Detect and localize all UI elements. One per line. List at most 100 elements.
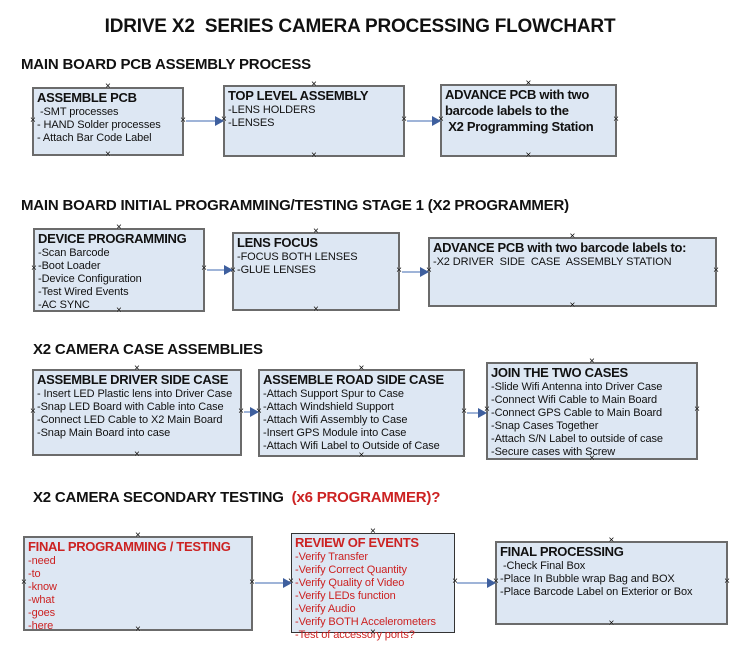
box-item-text: -AC SYNC (38, 299, 90, 311)
box-items: -Scan Barcode-Boot Loader-Device Configu… (38, 247, 200, 312)
box-item-text: -Verify Quality of Video (295, 577, 405, 589)
box-item-text: -Snap Cases Together (491, 420, 599, 432)
box-item-text: -FOCUS BOTH LENSES (237, 251, 358, 263)
box-item-text: -GLUE LENSES (237, 264, 316, 276)
flow-box-review-of-events: REVIEW OF EVENTS -Verify Transfer-Verify… (288, 527, 458, 642)
box-title: LENS FOCUS (237, 235, 318, 250)
box-item-text: -Test Wired Events (38, 286, 129, 298)
heading-black-part: X2 CAMERA SECONDARY TESTING (33, 489, 288, 506)
box-item-text: -Boot Loader (38, 260, 101, 272)
box-item-text: -Device Configuration (38, 273, 142, 285)
box-item-text: -Attach Windshield Support (263, 401, 394, 413)
section-heading-case-assemblies: X2 CAMERA CASE ASSEMBLIES (33, 341, 263, 358)
anchor-x-icon: × (525, 150, 532, 161)
flow-box-device-programming: DEVICE PROGRAMMING -Scan Barcode-Boot Lo… (31, 223, 207, 316)
box-item-text: -Check Final Box (500, 560, 586, 572)
box-items: -Slide Wifi Antenna into Driver Case-Con… (491, 381, 693, 459)
box-items: -LENS HOLDERS-LENSES (228, 104, 400, 130)
box-title: JOIN THE TWO CASES (491, 365, 628, 380)
flow-box-join-two-cases: JOIN THE TWO CASES -Slide Wifi Antenna i… (484, 357, 700, 464)
box-item-text: -LENSES (228, 117, 275, 129)
box-item-text: -Snap LED Board with Cable into Case (37, 401, 224, 413)
anchor-x-icon: × (613, 113, 619, 125)
box-item-text: -Attach Wifi Assembly to Case (263, 414, 408, 426)
anchor-x-icon: × (358, 450, 365, 461)
box-items: -Verify Transfer-Verify Correct Quantity… (295, 551, 451, 642)
anchor-x-icon: × (30, 405, 36, 417)
box-title: ADVANCE PCB with two barcode labels to t… (445, 87, 594, 134)
box-item-text: -Verify Audio (295, 603, 356, 615)
section-heading-pcb-assembly: MAIN BOARD PCB ASSEMBLY PROCESS (21, 56, 311, 73)
box-item-text: -SMT processes (37, 106, 119, 118)
box-item-text: -Connect GPS Cable to Main Board (491, 407, 663, 419)
flow-box-assemble-driver-side-case: ASSEMBLE DRIVER SIDE CASE - Insert LED P… (30, 364, 244, 460)
anchor-x-icon: × (608, 618, 615, 629)
anchor-x-icon: × (313, 304, 319, 315)
box-title: ADVANCE PCB with two barcode labels to: (433, 240, 687, 255)
box-item-text: -need (28, 555, 56, 567)
box-item-text: -Connect LED Cable to X2 Main Board (37, 414, 223, 426)
box-item-text: -Attach Wifi Label to Outside of Case (263, 440, 440, 452)
box-item-text: -Verify BOTH Accelerometers (295, 616, 436, 628)
anchor-x-icon: × (30, 114, 36, 126)
box-item-text: - Attach Bar Code Label (37, 132, 152, 144)
box-item-text: -Insert GPS Module into Case (263, 427, 407, 439)
box-item-text: -Attach Support Spur to Case (263, 388, 404, 400)
box-item-text: -goes (28, 607, 56, 619)
box-items: -X2 DRIVER SIDE CASE ASSEMBLY STATION (433, 256, 712, 269)
box-item-text: -what (28, 594, 55, 606)
flow-box-final-programming-testing: FINAL PROGRAMMING / TESTING -need-to-kno… (21, 531, 255, 635)
flow-box-assemble-pcb: ASSEMBLE PCB -SMT processes- HAND Solder… (30, 82, 186, 160)
box-items: -FOCUS BOTH LENSES-GLUE LENSES (237, 251, 395, 277)
box-items: - Insert LED Plastic lens into Driver Ca… (37, 388, 237, 440)
box-item-text: - Insert LED Plastic lens into Driver Ca… (37, 388, 233, 400)
box-item-text: - HAND Solder processes (37, 119, 161, 131)
box-title: REVIEW OF EVENTS (295, 535, 419, 550)
box-item-text: -Verify Transfer (295, 551, 368, 563)
box-item-text: -Slide Wifi Antenna into Driver Case (491, 381, 663, 393)
box-item-text: -Secure cases with Screw (491, 446, 616, 458)
box-item-text: -Verify Correct Quantity (295, 564, 407, 576)
flow-box-top-level-assembly: TOP LEVEL ASSEMBLY -LENS HOLDERS-LENSES … (221, 80, 407, 161)
anchor-x-icon: × (694, 404, 700, 415)
flow-box-advance-pcb-programming-station: ADVANCE PCB with two barcode labels to t… (438, 79, 619, 161)
anchor-x-icon: × (31, 263, 37, 274)
flow-arrow (244, 407, 259, 417)
section-heading-secondary-testing: X2 CAMERA SECONDARY TESTING (x6 PROGRAMM… (33, 489, 440, 506)
box-item-text: -Verify LEDs function (295, 590, 396, 602)
flow-arrow (402, 267, 429, 277)
anchor-x-icon: × (724, 576, 730, 587)
flow-arrow (407, 116, 441, 126)
box-item-text: -LENS HOLDERS (228, 104, 316, 116)
flow-arrow (457, 578, 496, 588)
box-item-text: -Snap Main Board into case (37, 427, 171, 439)
heading-red-part: (x6 PROGRAMMER)? (287, 489, 441, 506)
flow-box-advance-pcb-driver-side: ADVANCE PCB with two barcode labels to: … (426, 232, 719, 311)
flow-arrow (207, 265, 233, 275)
flow-arrow (467, 408, 487, 418)
flow-box-lens-focus: LENS FOCUS -FOCUS BOTH LENSES-GLUE LENSE… (230, 227, 402, 315)
box-item-text: -Connect Wifi Cable to Main Board (491, 394, 658, 406)
box-item-text: -here (28, 620, 54, 632)
box-item-text: -Test of accessory ports? (295, 629, 415, 641)
box-item-text: -Place In Bubble wrap Bag and BOX (500, 573, 675, 585)
box-item-text: -X2 DRIVER SIDE CASE ASSEMBLY STATION (433, 256, 672, 268)
box-item-text: -to (28, 568, 41, 580)
flow-box-final-processing: FINAL PROCESSING -Check Final Box-Place … (493, 536, 730, 629)
page-title: IDRIVE X2 SERIES CAMERA PROCESSING FLOWC… (104, 16, 616, 37)
box-item-text: -Scan Barcode (38, 247, 110, 259)
box-title: TOP LEVEL ASSEMBLY (228, 88, 369, 103)
box-title: ASSEMBLE DRIVER SIDE CASE (37, 372, 229, 387)
box-title: FINAL PROCESSING (500, 544, 624, 559)
anchor-x-icon: × (134, 449, 140, 460)
section-heading-initial-programming: MAIN BOARD INITIAL PROGRAMMING/TESTING S… (21, 197, 569, 214)
box-items: -Attach Support Spur to Case-Attach Wind… (263, 388, 460, 453)
box-item-text: -Place Barcode Label on Exterior or Box (500, 586, 693, 598)
anchor-x-icon: × (311, 150, 317, 161)
anchor-x-icon: × (105, 149, 111, 160)
box-items: -need-to-know-what-goes-here (28, 555, 248, 633)
anchor-x-icon: × (713, 265, 719, 276)
box-item-text: -know (28, 581, 57, 593)
box-title: ASSEMBLE ROAD SIDE CASE (263, 372, 444, 387)
